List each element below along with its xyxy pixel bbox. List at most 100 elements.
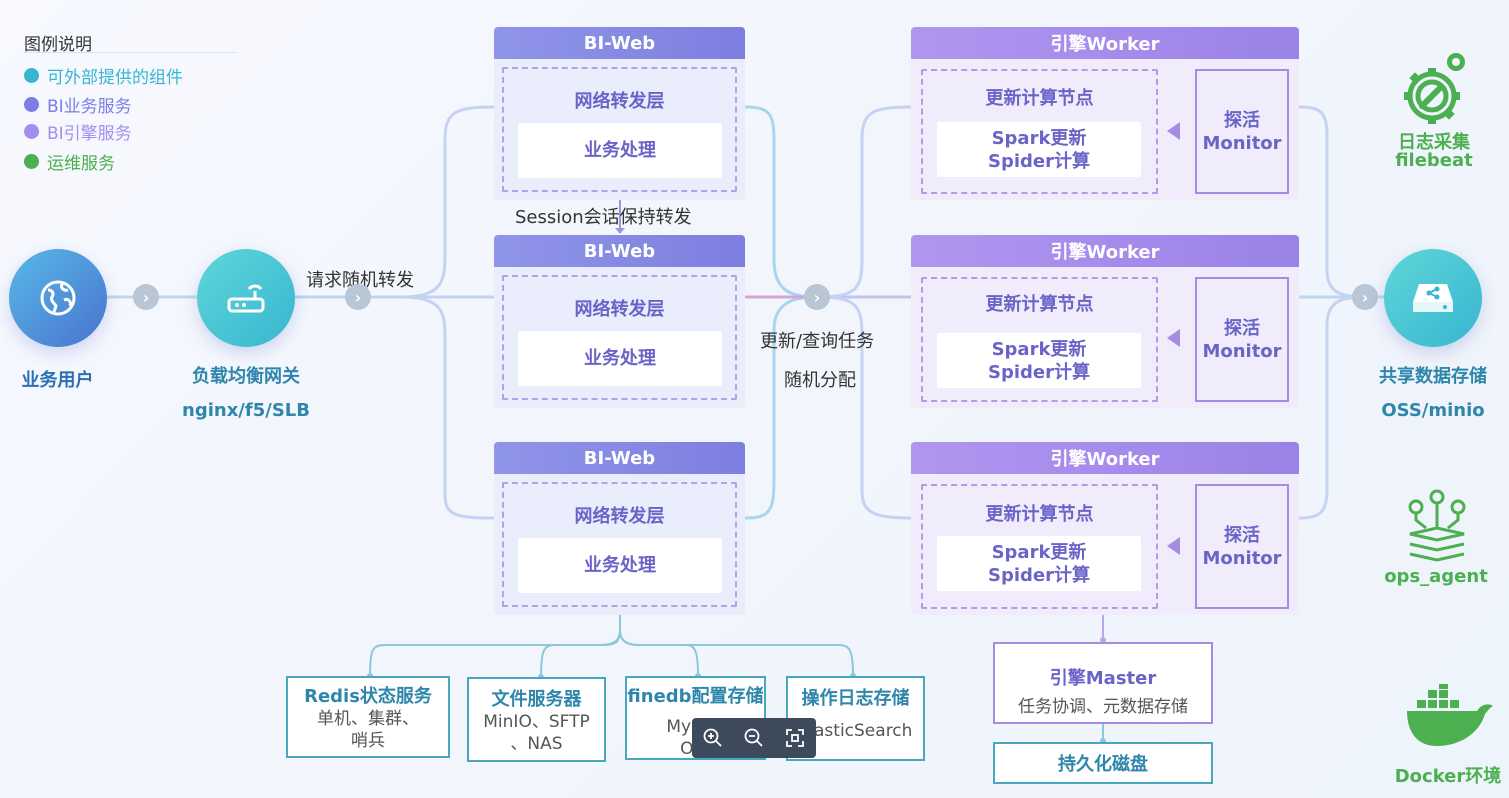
fit-screen-icon xyxy=(786,729,805,747)
probe-label: 探活 xyxy=(1224,317,1260,339)
gear-wrench-icon xyxy=(1404,53,1465,124)
biweb-card[interactable]: BI-Web 网络转发层 业务处理 xyxy=(494,442,745,615)
file-server-desc-2: 、NAS xyxy=(510,734,563,754)
fit-screen-button[interactable] xyxy=(782,725,808,751)
globe-icon xyxy=(40,280,76,316)
worker-node-frame xyxy=(921,69,1158,194)
legend-dot xyxy=(24,154,39,169)
redis-box[interactable]: Redis状态服务 单机、集群、 哨兵 xyxy=(286,676,450,758)
hard-drive-icon xyxy=(1413,284,1453,312)
legend-label: BI业务服务 xyxy=(47,97,132,117)
legend-dot xyxy=(24,97,39,112)
biweb-business: 业务处理 xyxy=(518,331,722,386)
legend-item-bi-service: BI业务服务 xyxy=(24,92,132,117)
spark-label: Spark更新 xyxy=(991,127,1087,149)
biweb-layer: 网络转发层 xyxy=(574,506,665,527)
spider-label: Spider计算 xyxy=(988,564,1090,586)
master-box[interactable]: 引擎Master 任务协调、元数据存储 xyxy=(993,642,1213,724)
file-server-desc-1: MinIO、SFTP xyxy=(483,712,590,732)
random-forward-label: 请求随机转发 xyxy=(306,270,414,291)
user-label: 业务用户 xyxy=(21,370,94,391)
disk-box[interactable]: 持久化磁盘 xyxy=(993,742,1213,784)
gateway-node[interactable] xyxy=(197,249,295,347)
oplog-title: 操作日志存储 xyxy=(801,688,910,709)
monitor-label: Monitor xyxy=(1202,132,1282,154)
user-node[interactable] xyxy=(9,249,107,347)
spider-label: Spider计算 xyxy=(988,361,1090,383)
probe-label: 探活 xyxy=(1224,524,1260,546)
probe-arrow-icon xyxy=(1167,329,1180,347)
monitor-label: Monitor xyxy=(1202,340,1282,362)
biweb-layer: 网络转发层 xyxy=(574,299,665,320)
flow-arrow-icon: › xyxy=(345,284,371,310)
session-label: Session会话保持转发 xyxy=(515,207,692,228)
zoom-in-button[interactable] xyxy=(700,725,726,751)
flow-arrow-icon: › xyxy=(133,284,159,310)
probe-label: 探活 xyxy=(1224,109,1260,131)
legend-item-engine-service: BI引擎服务 xyxy=(24,119,132,144)
storage-label: 共享数据存储 xyxy=(1379,366,1487,387)
task-update-label: 更新/查询任务 xyxy=(760,331,875,352)
worker-node-title: 更新计算节点 xyxy=(985,88,1094,109)
biweb-frame xyxy=(502,482,737,607)
oplog-desc: ElasticSearch xyxy=(798,721,913,741)
spark-label: Spark更新 xyxy=(991,541,1087,563)
file-server-box[interactable]: 文件服务器 MinIO、SFTP 、NAS xyxy=(467,677,606,762)
zoom-in-icon xyxy=(703,728,722,747)
zoom-out-button[interactable] xyxy=(741,725,767,751)
master-sub: 任务协调、元数据存储 xyxy=(1018,697,1188,717)
storage-node[interactable] xyxy=(1384,249,1482,347)
flow-arrow-icon: › xyxy=(1352,284,1378,310)
monitor-label: Monitor xyxy=(1202,547,1282,569)
biweb-card[interactable]: BI-Web 网络转发层 业务处理 xyxy=(494,235,745,408)
finedb-title: finedb配置存储 xyxy=(627,686,764,707)
storage-sub: OSS/minio xyxy=(1381,400,1485,421)
spark-label: Spark更新 xyxy=(991,338,1087,360)
redis-desc-2: 哨兵 xyxy=(351,731,385,751)
worker-title: 引擎Worker xyxy=(911,27,1299,59)
worker-node-frame xyxy=(921,484,1158,609)
gateway-label: 负载均衡网关 xyxy=(192,366,300,387)
worker-title: 引擎Worker xyxy=(911,442,1299,474)
biweb-frame xyxy=(502,275,737,400)
biweb-title: BI-Web xyxy=(494,235,745,267)
legend-label: BI引擎服务 xyxy=(47,124,132,144)
zoom-toolbar xyxy=(692,718,816,758)
biweb-title: BI-Web xyxy=(494,442,745,474)
legend-dot xyxy=(24,68,39,83)
disk-label: 持久化磁盘 xyxy=(1058,754,1148,775)
biweb-layer: 网络转发层 xyxy=(574,91,665,112)
worker-node-frame xyxy=(921,277,1158,402)
legend-title: 图例说明 xyxy=(24,35,92,55)
legend-label: 可外部提供的组件 xyxy=(47,68,183,88)
biweb-card[interactable]: BI-Web 网络转发层 业务处理 xyxy=(494,27,745,200)
biweb-frame xyxy=(502,67,737,192)
gateway-sub: nginx/f5/SLB xyxy=(182,400,310,421)
router-icon xyxy=(227,284,265,313)
legend-divider xyxy=(24,52,236,53)
legend-dot xyxy=(24,124,39,139)
file-server-title: 文件服务器 xyxy=(491,689,582,710)
filebeat-title: 日志采集 xyxy=(1398,132,1470,153)
docker-whale-icon xyxy=(1407,684,1493,746)
worker-node-title: 更新计算节点 xyxy=(985,504,1094,525)
task-random-label: 随机分配 xyxy=(784,370,856,391)
filebeat-sub: filebeat xyxy=(1395,150,1473,171)
redis-desc-1: 单机、集群、 xyxy=(317,709,419,729)
ops-agent-icon xyxy=(1408,489,1466,562)
redis-title: Redis状态服务 xyxy=(304,686,432,707)
legend-item-external: 可外部提供的组件 xyxy=(24,63,183,88)
flow-arrow-icon: › xyxy=(804,284,830,310)
legend-label: 运维服务 xyxy=(47,154,115,174)
biweb-title: BI-Web xyxy=(494,27,745,59)
zoom-out-icon xyxy=(744,728,763,747)
